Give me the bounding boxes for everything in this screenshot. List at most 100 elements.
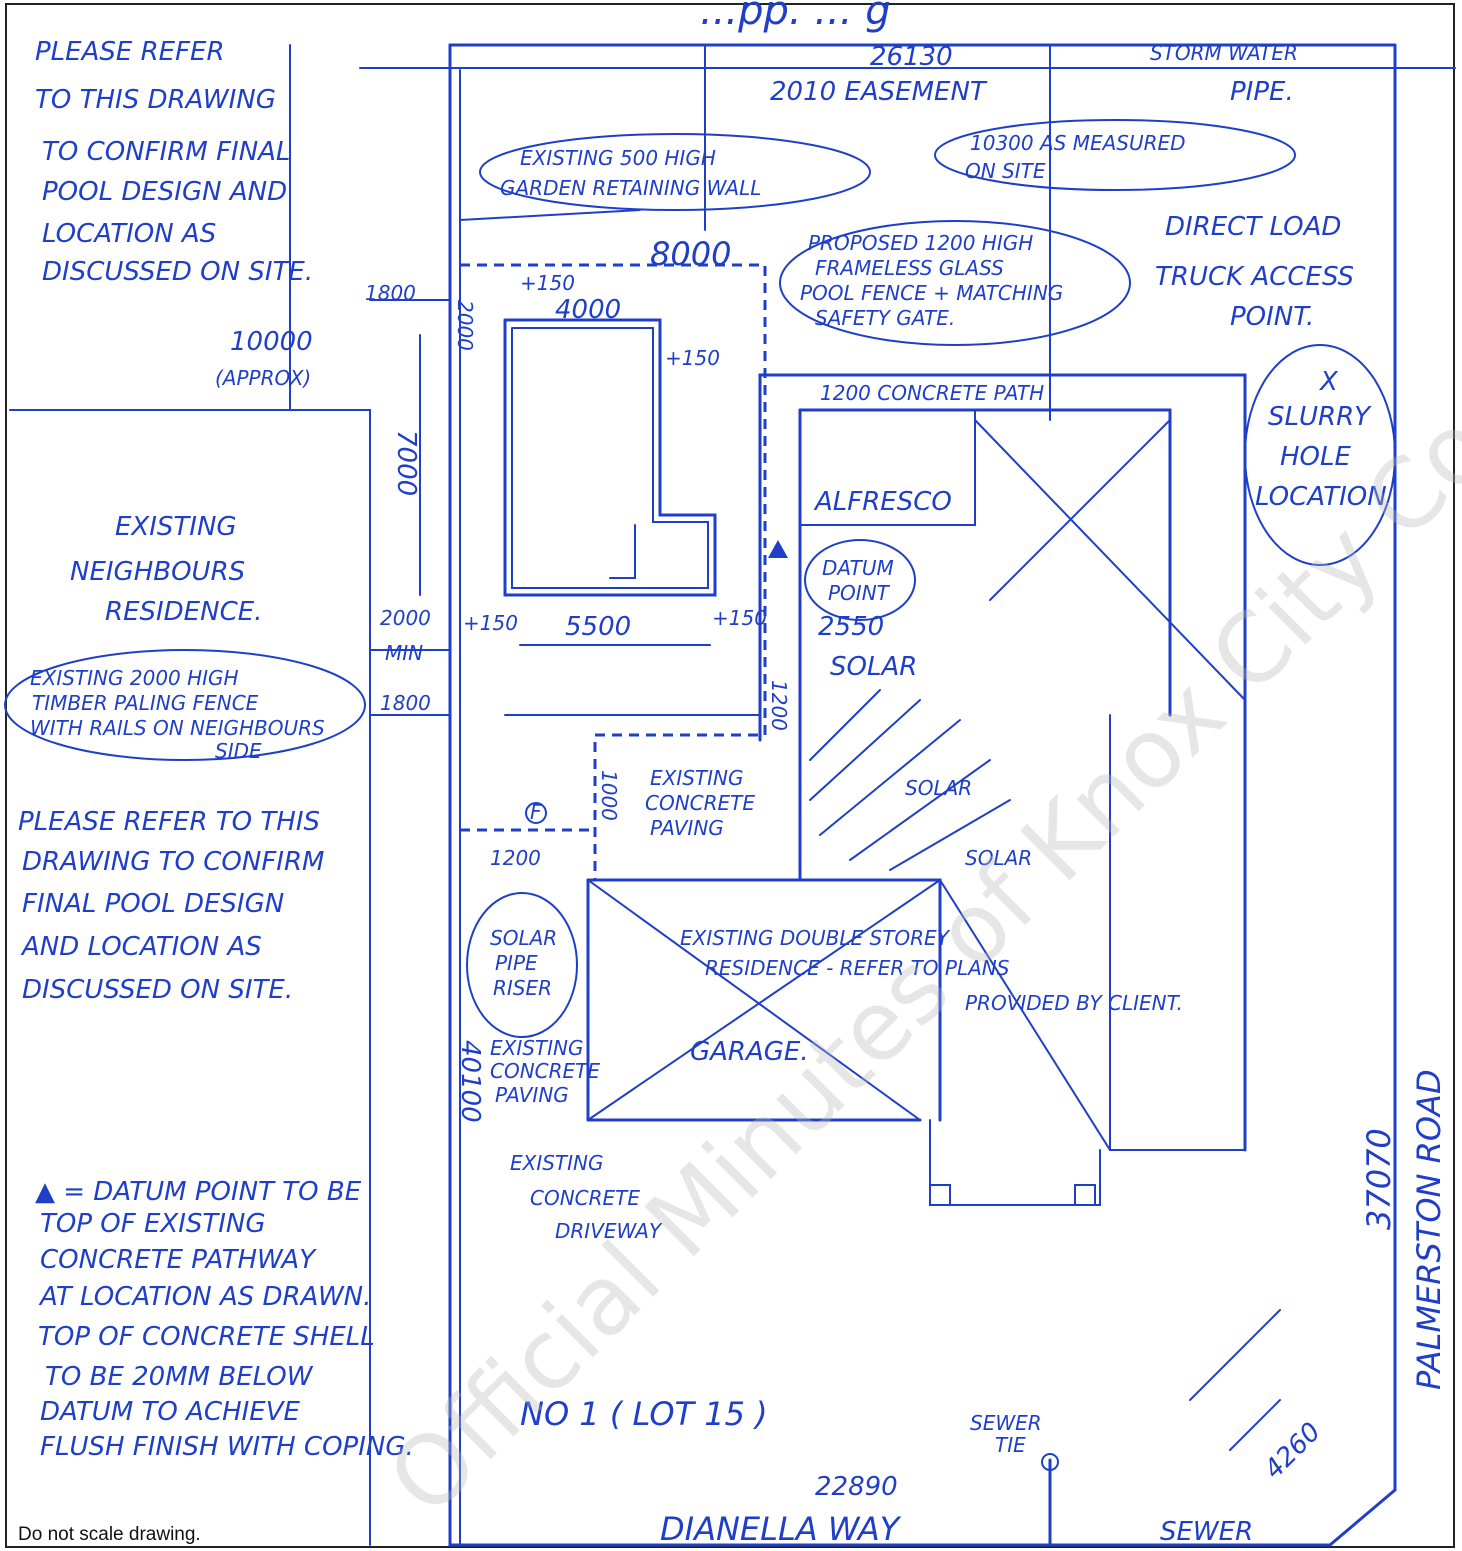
svg-text:PIPE: PIPE <box>495 951 538 975</box>
datum-triangle-icon <box>768 540 788 558</box>
dim-150-b: +150 <box>665 346 720 370</box>
dim-pool-width: 8000 <box>650 235 731 273</box>
dim-7000: 7000 <box>391 430 421 496</box>
solar-label-c: SOLAR <box>965 846 1032 870</box>
svg-text:EXISTING: EXISTING <box>510 1151 604 1175</box>
title-fragment: ...pp. ... g <box>700 0 891 34</box>
svg-text:PAVING: PAVING <box>650 816 724 840</box>
svg-text:DRAWING TO CONFIRM: DRAWING TO CONFIRM <box>22 847 324 877</box>
dim-1800-b: 1800 <box>380 691 431 715</box>
stormwater-label-2: PIPE. <box>1230 77 1294 107</box>
svg-text:TOP OF EXISTING: TOP OF EXISTING <box>40 1209 266 1239</box>
svg-text:TIMBER PALING FENCE: TIMBER PALING FENCE <box>32 691 259 715</box>
svg-text:PLEASE REFER TO THIS: PLEASE REFER TO THIS <box>18 807 320 837</box>
datum-point-label: DATUM POINT <box>822 556 894 605</box>
dim-2550: 2550 <box>818 612 884 642</box>
dim-min: MIN <box>385 641 423 665</box>
dim-1200-v: 1200 <box>767 680 791 731</box>
svg-text:DATUM TO ACHIEVE: DATUM TO ACHIEVE <box>40 1397 301 1427</box>
concrete-paving-label: EXISTING CONCRETE PAVING <box>645 766 755 840</box>
svg-text:LOCATION: LOCATION <box>1255 482 1387 512</box>
street-label: DIANELLA WAY <box>660 1510 902 1548</box>
solar-hatch <box>809 689 1281 1451</box>
svg-text:HOLE: HOLE <box>1280 442 1352 472</box>
filter-icon <box>525 802 547 824</box>
solar-pipe-riser-label: SOLAR PIPE RISER <box>490 926 557 1000</box>
svg-text:CONCRETE PATHWAY: CONCRETE PATHWAY <box>40 1245 317 1275</box>
retaining-wall-line-2: GARDEN RETAINING WALL <box>500 176 761 200</box>
dim-4260: 4260 <box>1259 1417 1327 1485</box>
measured-line-2: ON SITE <box>965 159 1046 183</box>
driveway-label: EXISTING CONCRETE DRIVEWAY <box>510 1151 663 1243</box>
dim-37070: 37070 <box>1360 1128 1398 1230</box>
svg-text:PROPOSED 1200 HIGH: PROPOSED 1200 HIGH <box>808 231 1033 255</box>
svg-text:NEIGHBOURS: NEIGHBOURS <box>70 557 245 587</box>
svg-text:TIE: TIE <box>995 1433 1026 1457</box>
svg-text:SIDE: SIDE <box>215 739 262 763</box>
svg-text:POOL FENCE + MATCHING: POOL FENCE + MATCHING <box>800 281 1063 305</box>
svg-text:CONCRETE: CONCRETE <box>530 1186 640 1210</box>
solar-label-a: SOLAR <box>830 652 917 682</box>
svg-text:CONCRETE: CONCRETE <box>490 1059 600 1083</box>
svg-text:DISCUSSED ON SITE.: DISCUSSED ON SITE. <box>42 257 313 287</box>
svg-text:CONCRETE: CONCRETE <box>645 791 755 815</box>
concrete-path-outline <box>758 373 1247 1152</box>
dim-150-d: +150 <box>712 606 767 630</box>
timber-fence-note: EXISTING 2000 HIGH TIMBER PALING FENCE W… <box>30 666 325 763</box>
dim-10000: 10000 <box>230 327 313 357</box>
annotation-bubbles <box>4 119 1396 1038</box>
neighbours-residence-label: EXISTING NEIGHBOURS RESIDENCE. <box>70 512 262 627</box>
svg-text:SOLAR: SOLAR <box>490 926 557 950</box>
measured-line-1: 10300 AS MEASURED <box>970 131 1186 155</box>
dim-40100: 40100 <box>455 1040 485 1123</box>
svg-text:WITH RAILS ON NEIGHBOURS: WITH RAILS ON NEIGHBOURS <box>30 716 325 740</box>
concrete-path-label: 1200 CONCRETE PATH <box>820 381 1044 405</box>
retaining-wall-line-1: EXISTING 500 HIGH <box>520 146 716 170</box>
dim-1000-v: 1000 <box>597 770 621 821</box>
svg-text:DRIVEWAY: DRIVEWAY <box>555 1219 663 1243</box>
svg-text:TO THIS DRAWING: TO THIS DRAWING <box>35 85 276 115</box>
pool-outline <box>503 318 717 597</box>
svg-text:PLEASE REFER: PLEASE REFER <box>35 37 225 67</box>
proposed-fence-note: PROPOSED 1200 HIGH FRAMELESS GLASS POOL … <box>800 231 1063 330</box>
dimension-lines <box>289 44 1059 1547</box>
svg-text:RESIDENCE.: RESIDENCE. <box>105 597 262 627</box>
svg-text:RESIDENCE - REFER TO PLANS: RESIDENCE - REFER TO PLANS <box>705 956 1010 980</box>
palmerston-road-label: PALMERSTON ROAD <box>1410 1069 1448 1390</box>
lot-label: NO 1 ( LOT 15 ) <box>520 1395 768 1433</box>
dim-1800-a: 1800 <box>365 281 416 305</box>
svg-text:PAVING: PAVING <box>495 1083 569 1107</box>
sewer-tie-label: SEWER TIE <box>970 1411 1042 1457</box>
svg-text:X: X <box>1318 367 1339 397</box>
dim-150-a: +150 <box>520 271 575 295</box>
property-boundary <box>359 43 1456 1547</box>
easement-label: 2010 EASEMENT <box>770 77 988 107</box>
svg-text:SEWER: SEWER <box>970 1411 1042 1435</box>
svg-text:EXISTING: EXISTING <box>650 766 744 790</box>
svg-text:DIRECT LOAD: DIRECT LOAD <box>1165 212 1341 242</box>
neighbour-outline <box>9 409 371 1546</box>
filter-label: F <box>530 800 542 824</box>
dim-10000-approx: (APPROX) <box>215 366 311 390</box>
svg-text:EXISTING: EXISTING <box>490 1036 584 1060</box>
svg-text:DISCUSSED ON SITE.: DISCUSSED ON SITE. <box>22 975 293 1005</box>
svg-text:PROVIDED BY CLIENT.: PROVIDED BY CLIENT. <box>965 991 1183 1015</box>
svg-text:FLUSH FINISH WITH COPING.: FLUSH FINISH WITH COPING. <box>40 1432 414 1462</box>
page-frame <box>5 3 1455 1548</box>
house-outline <box>586 408 1246 1206</box>
svg-text:POINT.: POINT. <box>1230 302 1314 332</box>
svg-text:RISER: RISER <box>493 976 552 1000</box>
datum-note: ▲ = DATUM POINT TO BE TOP OF EXISTING CO… <box>35 1177 414 1462</box>
svg-text:SAFETY GATE.: SAFETY GATE. <box>815 306 955 330</box>
slurry-hole-note: X SLURRY HOLE LOCATION <box>1255 367 1387 512</box>
garage-label: GARAGE. <box>690 1037 809 1067</box>
svg-text:▲ = DATUM POINT TO BE: ▲ = DATUM POINT TO BE <box>35 1177 362 1207</box>
pool-fence <box>460 263 767 880</box>
svg-text:FRAMELESS GLASS: FRAMELESS GLASS <box>815 256 1004 280</box>
footer-note: Do not scale drawing. <box>18 1524 201 1545</box>
dim-150-c: +150 <box>463 611 518 635</box>
solar-label-b: SOLAR <box>905 776 972 800</box>
stormwater-label-1: STORM WATER <box>1150 41 1298 65</box>
